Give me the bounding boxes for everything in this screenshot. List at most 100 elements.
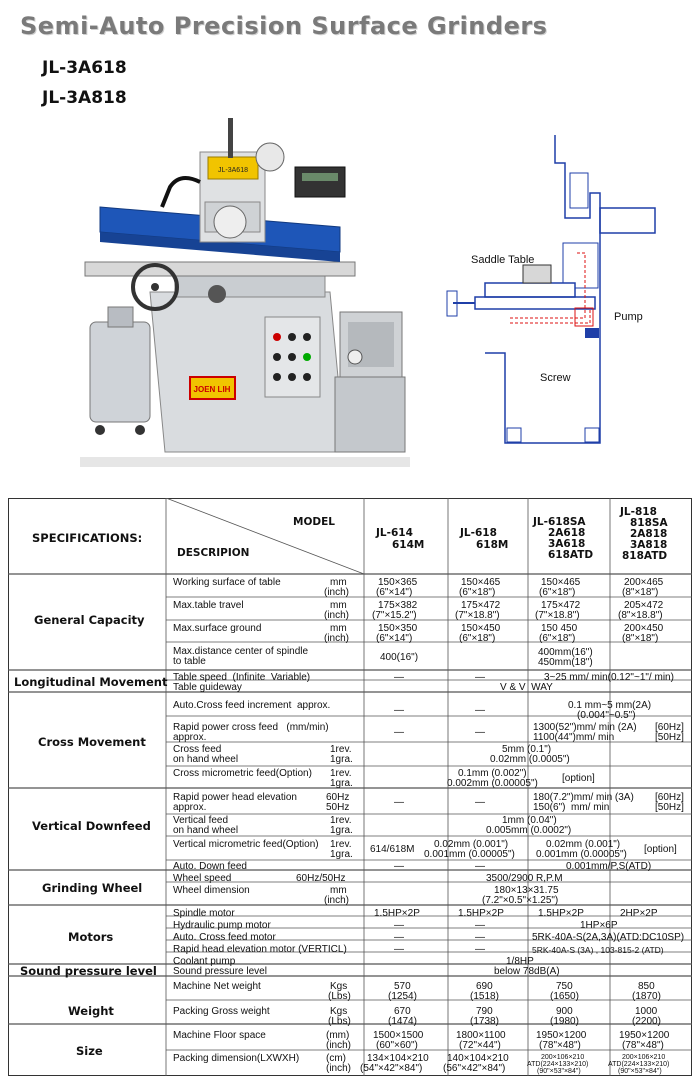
cell: (6"×18") [459,587,496,598]
cell: (1738) [470,1016,499,1027]
model-col-3-l1: JL-618SA [533,516,586,528]
cell: 180×13×31.75 [494,885,559,896]
cell: 1.5HP×2P [458,908,504,919]
label-vert-hand: Vertical feed [173,815,229,826]
saddle-table-label: Saddle Table [471,254,535,266]
cell: 0.002mm (0.00005") [447,778,538,789]
machine-photo: JL-3A618 JOEN LIH [80,118,410,467]
unit: 1rev. [330,839,352,850]
dash: — [394,920,404,931]
cell: (1650) [550,991,579,1002]
label-rapid-head: Rapid power head elevation [173,792,297,803]
unit: (mm) [326,1030,350,1041]
model-col-1-l2: 614M [392,539,425,551]
model-col-4-l1: JL-818 [620,506,657,518]
section-motors: Motors [68,930,114,944]
unit: Kgs [330,981,348,992]
cell: (7.2"×0.5"×1.25") [482,895,559,906]
dash: — [475,920,485,931]
cell: 0.001mm/P,S(ATD) [566,861,652,872]
cell: 5RK-40A-S (3A) , 103-815-2 (ATD) [532,945,664,955]
label-spindle-distance-2: to table [173,656,206,667]
label-surface-ground: Max.surface ground [173,623,262,634]
cell: 0.1mm (0.002") [458,768,527,779]
unit: 1rev. [330,744,352,755]
cell: 850 [638,981,655,992]
cell: [50Hz] [655,802,684,813]
cell: 790 [476,1006,493,1017]
label-hyd-pump: Hydraulic pump motor [173,920,271,931]
section-general-capacity: General Capacity [34,613,145,627]
model-col-2-l2: 618M [476,539,509,551]
cell: 0.02mm (0.0005") [490,754,570,765]
cell: (54"×42"×84") [360,1063,423,1074]
cell: 1300(52")mm/ min (2A) [533,722,637,733]
cell: 3~25 mm/ min(0.12"~1"/ min) [544,672,674,683]
unit: 50Hz [326,802,350,813]
cell: 150(6") mm/ min [533,802,610,813]
unit: 1rev. [330,815,352,826]
cell: (1254) [388,991,417,1002]
page-title: Semi-Auto Precision Surface Grinders [20,12,548,40]
model-header: MODEL [293,516,335,528]
cell: 175×382 [378,600,418,611]
unit: 60Hz/50Hz [296,873,346,884]
cell: 1/8HP [506,956,534,967]
unit: 1rev. [330,768,352,779]
section-cross: Cross Movement [38,735,146,749]
unit: mm [330,623,347,634]
cell: [60Hz] [655,722,684,733]
unit: mm [330,600,347,611]
cell: (6"×18") [539,633,576,644]
schematic-diagram [446,135,656,444]
unit: (inch) [324,587,350,598]
cell: 1HP×6P [580,920,618,931]
section-weight: Weight [68,1004,114,1018]
description-header: DESCRIPION [177,547,250,559]
cell: [60Hz] [655,792,684,803]
unit: (inch) [324,633,350,644]
dash: — [475,861,485,872]
screw-label: Screw [540,372,571,384]
cell: (7"×18.8") [535,610,580,621]
dash: — [394,797,404,808]
cell: 1.5HP×2P [374,908,420,919]
unit: (cm) [326,1053,346,1064]
label-packing-dim: Packing dimension(LXWXH) [173,1053,300,1064]
label-spindle-distance: Max.distance center of spindle [173,646,309,657]
dash: — [394,727,404,738]
unit: (inch) [324,895,350,906]
cell: (2200) [632,1016,661,1027]
cell: 200×465 [624,577,664,588]
unit: mm [330,577,347,588]
cell: 180(7.2")mm/ min (3A) [533,792,634,803]
coolant-tank [89,306,151,435]
cell: 670 [394,1006,411,1017]
dash: — [475,705,485,716]
label-working-surface: Working surface of table [173,577,281,588]
label-auto-down: Auto. Down feed [173,861,247,872]
cell: 0.02mm (0.001") [546,839,621,850]
cell: 134×104×210 [367,1053,429,1064]
cell: 1500×1500 [373,1030,424,1041]
label-auto-cross-motor: Auto. Cross feed motor [173,932,276,943]
cell: 140×104×210 [447,1053,509,1064]
cell: 150×350 [378,623,418,634]
cell: (1518) [470,991,499,1002]
cell: 0.1 mm~5 mm(2A) [568,700,652,711]
unit: 1gra. [330,825,353,836]
cell: (72"×44") [459,1040,501,1051]
unit: mm [330,885,347,896]
specifications-header: SPECIFICATIONS: [32,531,143,545]
spec-table-grid [8,498,692,1076]
cell: 150×465 [541,577,581,588]
cell: 150×465 [461,577,501,588]
cell: 150×450 [461,623,501,634]
cell: (90"×53"×84") [618,1068,662,1075]
label-gross-weight: Packing Gross weight [173,1006,270,1017]
cell: ATD(224×133×210) [527,1061,589,1068]
label-rapid-cross-2: approx. [173,732,207,743]
cell: 5RK-40A-S(2A,3A)(ATD:DC10SP) [532,932,685,943]
label-rapid-cross: Rapid power cross feed (mm/min) [173,722,329,733]
cell: 690 [476,981,493,992]
